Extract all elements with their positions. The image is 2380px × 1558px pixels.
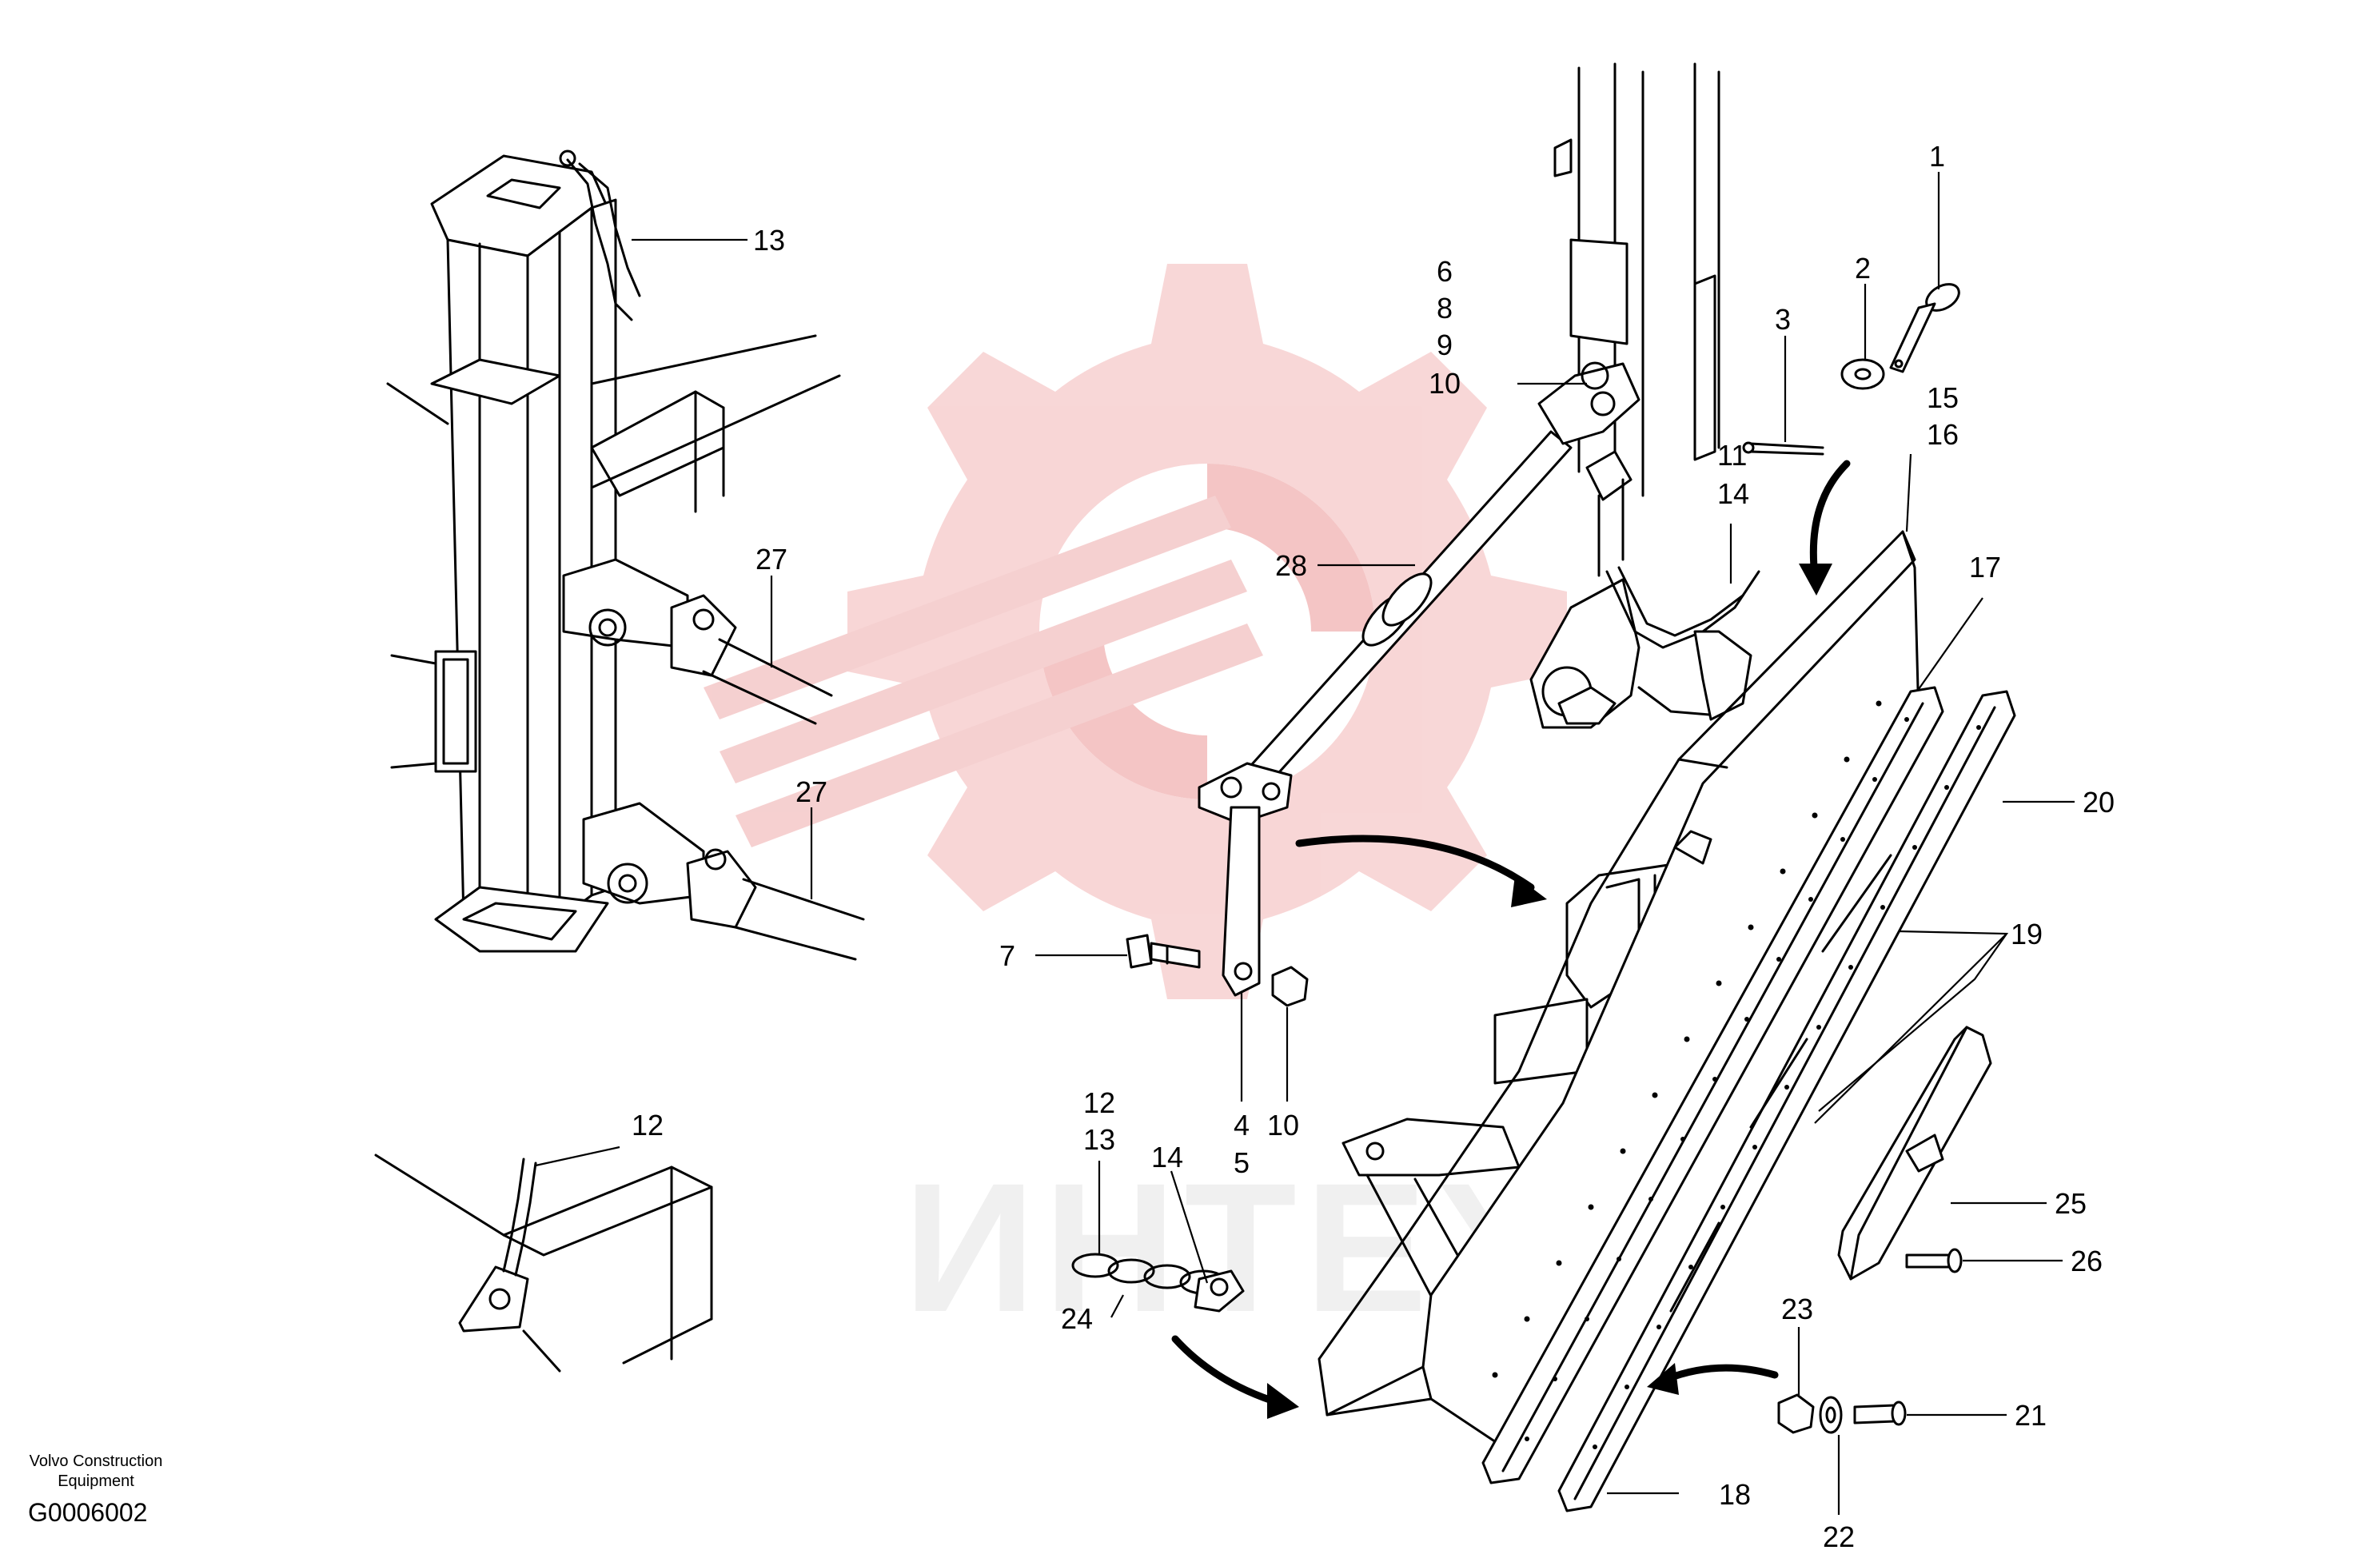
callout-5: 5	[1234, 1146, 1250, 1179]
upper-clevis	[562, 558, 833, 725]
callout-22: 22	[1823, 1520, 1855, 1553]
callout-15: 15	[1927, 381, 1959, 414]
callout-labels: 1 2 3 6 8 9 10 11 14 15 16 17 13 27 27 2…	[632, 140, 2115, 1553]
bolt-icon	[1853, 1401, 1907, 1426]
nut-icon	[1271, 966, 1309, 1007]
callout-4: 4	[1234, 1109, 1250, 1142]
callout-17: 17	[1969, 551, 2001, 584]
callout-14-chain: 14	[1151, 1141, 1183, 1173]
callout-27-upper: 27	[755, 543, 787, 576]
callout-26: 26	[2071, 1245, 2103, 1277]
drawing-id: G0006002	[28, 1498, 147, 1527]
callout-14-upper: 14	[1717, 477, 1749, 510]
leader-lines	[535, 172, 2075, 1515]
callout-21: 21	[2015, 1399, 2047, 1432]
chain-icon	[1605, 566, 1760, 649]
loose-hardware	[1126, 283, 1960, 1007]
callout-7: 7	[999, 939, 1015, 972]
tie-rod	[1198, 361, 1640, 997]
footer: Volvo Construction Equipment G0006002	[28, 1452, 162, 1527]
callout-6: 6	[1437, 255, 1453, 288]
callout-13-chain: 13	[1083, 1123, 1115, 1156]
lower-clevis	[582, 802, 865, 961]
watermark-stripes	[704, 496, 1263, 847]
edge-holes	[1525, 717, 1909, 1441]
chain-icon	[502, 1158, 537, 1277]
washer-icon	[1819, 1396, 1843, 1434]
callout-19: 19	[2011, 918, 2043, 950]
callout-9: 9	[1437, 329, 1453, 361]
callout-12-chain: 12	[1083, 1086, 1115, 1119]
callout-13-upper: 13	[753, 224, 785, 257]
callout-10-lower: 10	[1267, 1109, 1299, 1142]
callout-1: 1	[1929, 140, 1945, 173]
callout-3: 3	[1775, 303, 1791, 336]
pin-icon	[1889, 283, 1960, 373]
end-bit	[1837, 1026, 1992, 1281]
callout-18: 18	[1719, 1478, 1751, 1511]
bolt-icon	[1905, 1248, 1963, 1273]
callout-2: 2	[1855, 252, 1871, 285]
callout-11: 11	[1717, 439, 1747, 472]
bolt-icon	[1126, 934, 1201, 969]
edge-holes-2	[1593, 725, 1981, 1449]
callout-10-upper: 10	[1429, 367, 1461, 400]
watermark-logo: ИНТЕХ	[704, 264, 1567, 1350]
callout-16: 16	[1927, 418, 1959, 451]
nut-icon	[1777, 1393, 1815, 1434]
callout-23: 23	[1781, 1293, 1813, 1325]
blade-assembly	[1318, 530, 2016, 1512]
callout-8: 8	[1437, 292, 1453, 325]
callout-28: 28	[1275, 549, 1307, 582]
cotter-pin-icon	[1742, 441, 1824, 456]
callout-12-left: 12	[632, 1109, 664, 1142]
callout-20: 20	[2083, 786, 2115, 819]
lower-left-detail	[374, 1154, 713, 1373]
company-name-line2: Equipment	[58, 1472, 134, 1490]
assembly-arrows	[1171, 460, 1851, 1419]
left-column-assembly	[386, 149, 865, 961]
callout-25: 25	[2055, 1187, 2087, 1220]
callout-24: 24	[1061, 1302, 1093, 1335]
callout-27-lower: 27	[795, 775, 827, 808]
company-name-line1: Volvo Construction	[30, 1452, 163, 1470]
chain-icon	[559, 149, 641, 321]
right-upright-frame	[1529, 62, 1760, 729]
moldboard-holes	[1492, 700, 1882, 1378]
washer-icon	[1840, 358, 1885, 390]
